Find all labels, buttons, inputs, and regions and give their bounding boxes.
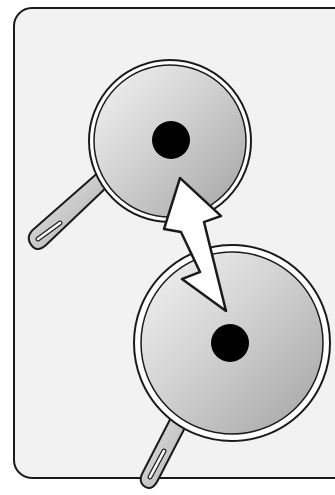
- center-dot: [211, 324, 249, 362]
- pan-icon: [133, 244, 331, 489]
- center-dot: [152, 121, 190, 159]
- double-arrow-icon: [162, 176, 228, 313]
